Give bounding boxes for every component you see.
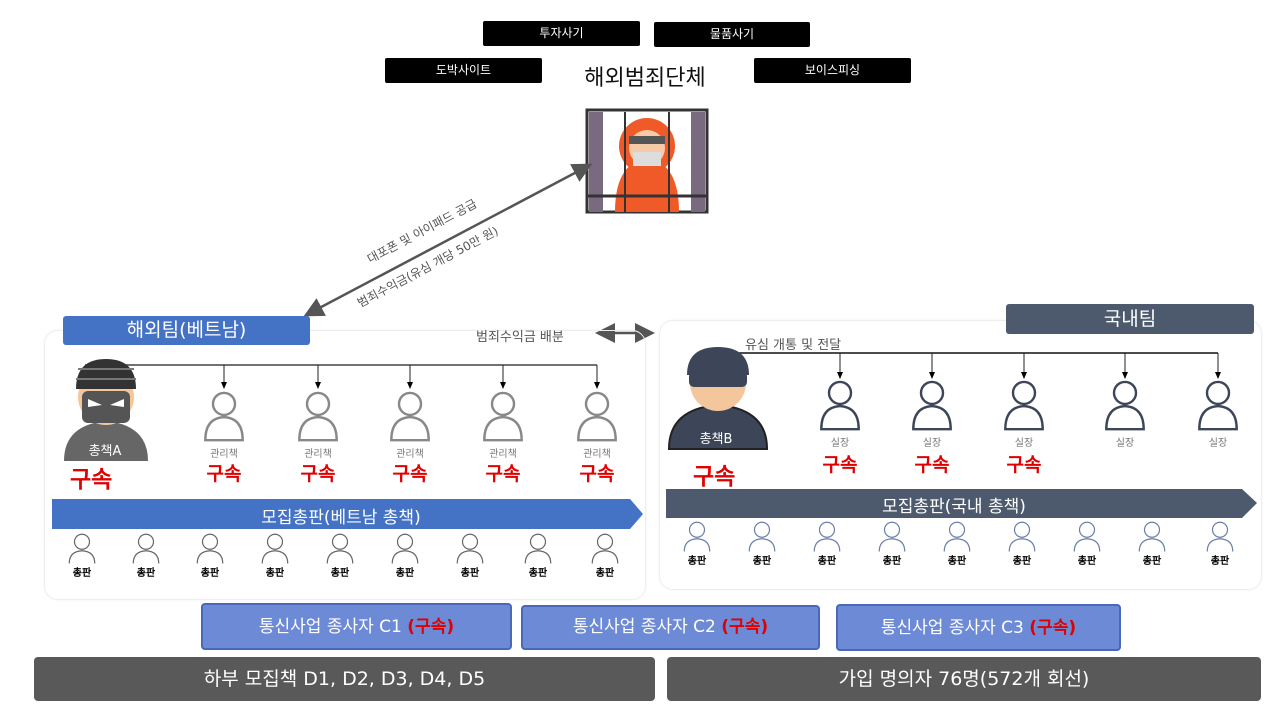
tag-gambling-site: 도박사이트 bbox=[385, 58, 542, 83]
leader-a-status: 구속 bbox=[70, 467, 113, 493]
manager-person-icon bbox=[481, 389, 525, 447]
telecom-name: 통신사업 종사자 C1 bbox=[258, 617, 402, 637]
criminal-behind-bars-icon bbox=[585, 108, 709, 214]
manager-role-label: 관리책 bbox=[489, 449, 517, 460]
distributor-label: 총판 bbox=[72, 568, 92, 579]
telecom-status: (구속) bbox=[1029, 618, 1077, 638]
leader-a-thief-icon bbox=[64, 359, 148, 461]
tag-voice-phishing: 보이스피싱 bbox=[754, 58, 911, 83]
room-chief-person-icon bbox=[1002, 378, 1046, 436]
domestic-banner-label: 모집총판(국내 총책) bbox=[882, 497, 1026, 517]
telecom-status: (구속) bbox=[407, 617, 455, 637]
distributor-label: 총판 bbox=[1077, 556, 1097, 567]
tag-goods-fraud: 물품사기 bbox=[654, 22, 810, 47]
room-chief-person-icon bbox=[1103, 378, 1147, 436]
distributor-person-icon bbox=[940, 520, 974, 560]
manager-role-label: 실장 bbox=[830, 438, 850, 449]
subscribers-bar: 가입 명의자 76명(572개 회선) bbox=[667, 657, 1261, 701]
distributor-label: 총판 bbox=[1012, 556, 1032, 567]
manager-role-label: 관리책 bbox=[396, 449, 424, 460]
manager-role-label: 실장 bbox=[1208, 438, 1228, 449]
manager-arrest-status: 구속 bbox=[392, 463, 428, 485]
distributor-label: 총판 bbox=[882, 556, 902, 567]
manager-arrest-status: 구속 bbox=[1006, 454, 1042, 476]
overseas-team-label: 해외팀(베트남) bbox=[63, 316, 310, 345]
manager-arrest-status: 구속 bbox=[485, 463, 521, 485]
distributor-label: 총판 bbox=[265, 568, 285, 579]
domestic-banner-arrow bbox=[666, 489, 1257, 518]
page-title: 해외범죄단체 bbox=[584, 66, 706, 91]
manager-person-icon bbox=[575, 389, 619, 447]
manager-arrest-status: 구속 bbox=[822, 454, 858, 476]
manager-role-label: 관리책 bbox=[210, 449, 238, 460]
distributor-label: 총판 bbox=[752, 556, 772, 567]
distributor-person-icon bbox=[875, 520, 909, 560]
telecom-c2-box: 통신사업 종사자 C2 (구속) bbox=[521, 605, 820, 650]
manager-person-icon bbox=[296, 389, 340, 447]
distributor-person-icon bbox=[680, 520, 714, 560]
room-chief-person-icon bbox=[818, 378, 862, 436]
manager-role-label: 실장 bbox=[922, 438, 942, 449]
room-chief-person-icon bbox=[1196, 378, 1240, 436]
usim-label: 유심 개통 및 전달 bbox=[745, 338, 842, 353]
domestic-team-panel bbox=[659, 320, 1262, 590]
overseas-connectors bbox=[221, 365, 600, 389]
distributor-person-icon bbox=[745, 520, 779, 560]
leader-b-status: 구속 bbox=[693, 464, 736, 490]
telecom-name: 통신사업 종사자 C3 bbox=[880, 618, 1024, 638]
manager-role-label: 관리책 bbox=[583, 449, 611, 460]
tag-investment-fraud: 투자사기 bbox=[483, 21, 640, 46]
telecom-c1-box: 통신사업 종사자 C1 (구속) bbox=[201, 603, 512, 650]
manager-role-label: 관리책 bbox=[304, 449, 332, 460]
leader-b-thief-icon bbox=[667, 347, 769, 450]
manager-arrest-status: 구속 bbox=[206, 463, 242, 485]
distributor-label: 총판 bbox=[595, 568, 615, 579]
distributor-person-icon bbox=[521, 532, 555, 572]
manager-arrest-status: 구속 bbox=[300, 463, 336, 485]
distributor-person-icon bbox=[453, 532, 487, 572]
distributor-label: 총판 bbox=[330, 568, 350, 579]
distributor-person-icon bbox=[810, 520, 844, 560]
distributor-label: 총판 bbox=[947, 556, 967, 567]
manager-person-icon bbox=[202, 389, 246, 447]
manager-role-label: 실장 bbox=[1014, 438, 1034, 449]
distributor-label: 총판 bbox=[460, 568, 480, 579]
leader-a-label: 총책A bbox=[88, 444, 122, 459]
distribution-label: 범죄수익금 배분 bbox=[476, 330, 564, 345]
overseas-banner-label: 모집총판(베트남 총책) bbox=[261, 508, 421, 528]
overseas-banner-arrow bbox=[52, 499, 643, 529]
telecom-name: 통신사업 종사자 C2 bbox=[572, 617, 716, 637]
manager-person-icon bbox=[388, 389, 432, 447]
distributor-label: 총판 bbox=[395, 568, 415, 579]
distributor-label: 총판 bbox=[136, 568, 156, 579]
overseas-team-panel bbox=[44, 330, 646, 600]
domestic-connectors bbox=[837, 353, 1221, 379]
distributor-person-icon bbox=[1070, 520, 1104, 560]
distributor-label: 총판 bbox=[200, 568, 220, 579]
distributor-person-icon bbox=[258, 532, 292, 572]
distributor-person-icon bbox=[323, 532, 357, 572]
distributor-person-icon bbox=[388, 532, 422, 572]
manager-role-label: 실장 bbox=[1115, 438, 1135, 449]
leader-b-label: 총책B bbox=[699, 432, 733, 447]
distributor-label: 총판 bbox=[528, 568, 548, 579]
sub-recruiters-bar: 하부 모집책 D1, D2, D3, D4, D5 bbox=[34, 657, 655, 701]
domestic-team-label: 국내팀 bbox=[1006, 304, 1254, 334]
distributor-label: 총판 bbox=[817, 556, 837, 567]
manager-arrest-status: 구속 bbox=[579, 463, 615, 485]
distributor-person-icon bbox=[193, 532, 227, 572]
distributor-person-icon bbox=[1135, 520, 1169, 560]
telecom-c3-box: 통신사업 종사자 C3 (구속) bbox=[836, 604, 1121, 651]
distributor-label: 총판 bbox=[687, 556, 707, 567]
room-chief-person-icon bbox=[910, 378, 954, 436]
distributor-label: 총판 bbox=[1210, 556, 1230, 567]
distributor-person-icon bbox=[1005, 520, 1039, 560]
distributor-label: 총판 bbox=[1142, 556, 1162, 567]
distributor-person-icon bbox=[129, 532, 163, 572]
distributor-person-icon bbox=[65, 532, 99, 572]
distributor-person-icon bbox=[588, 532, 622, 572]
distributor-person-icon bbox=[1203, 520, 1237, 560]
manager-arrest-status: 구속 bbox=[914, 454, 950, 476]
telecom-status: (구속) bbox=[721, 617, 769, 637]
